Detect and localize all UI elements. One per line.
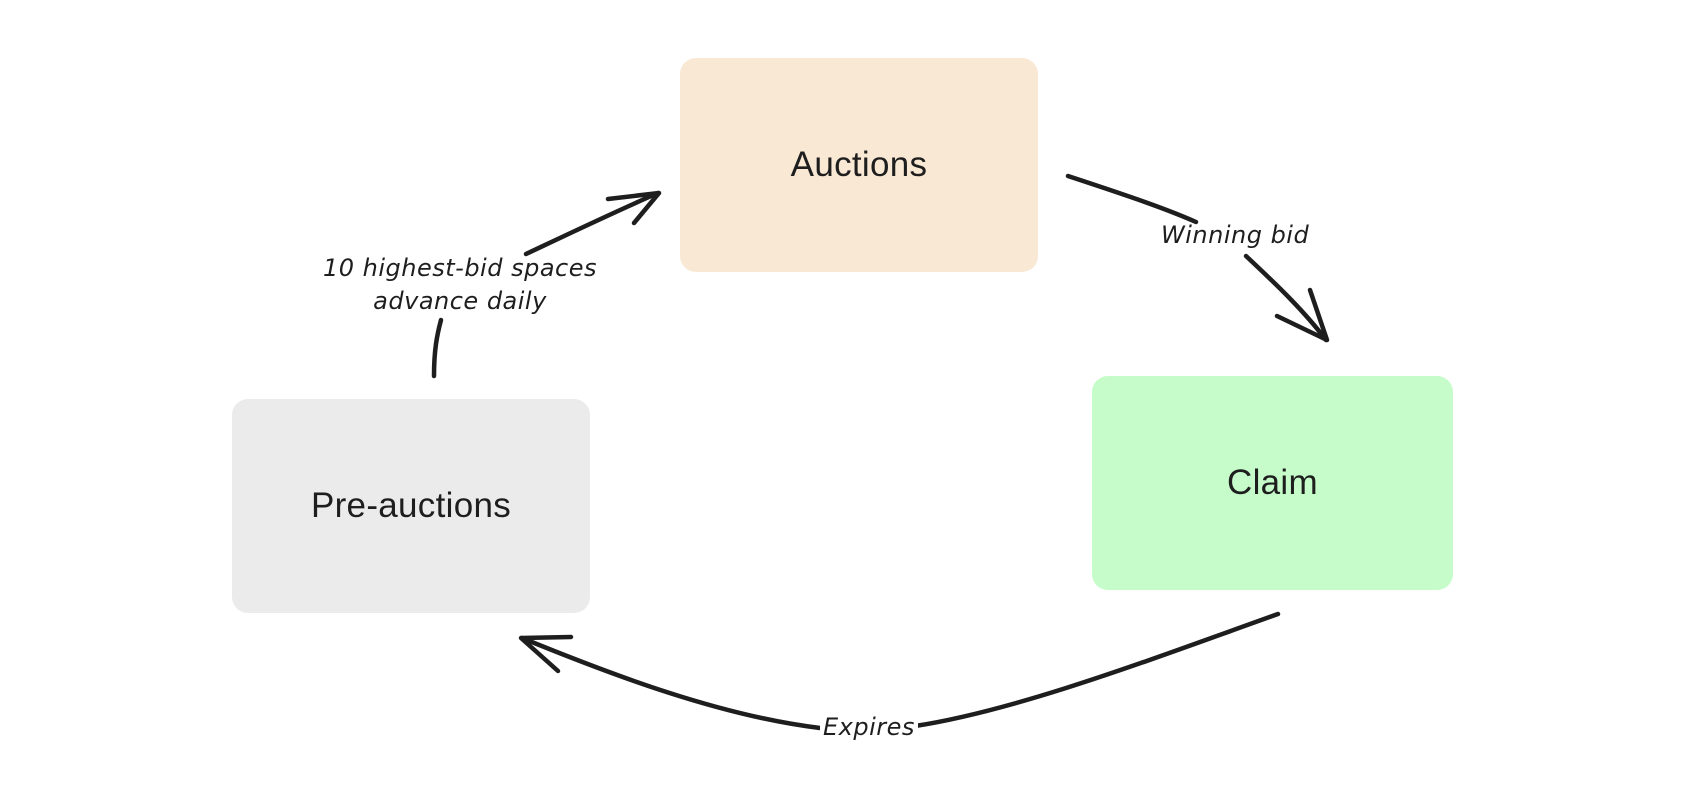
edge-line (1243, 253, 1329, 343)
edge-line (431, 317, 444, 379)
edge-label-winning-bid: Winning bid (1161, 221, 1310, 249)
edge-label-line: advance daily (373, 287, 547, 315)
arrowhead-icon (518, 634, 574, 674)
arrowhead-icon (605, 190, 662, 226)
node-claim[interactable]: Claim (1092, 376, 1453, 590)
edge-line (523, 190, 661, 257)
node-label: Pre-auctions (310, 486, 512, 525)
edge-line (519, 635, 823, 731)
arrowhead-icon (1274, 287, 1330, 343)
edge-label-line: 10 highest-bid spaces (322, 254, 597, 282)
edge-label-expires: Expires (820, 711, 918, 744)
edge-claim-to-pre-auctions (518, 611, 1281, 731)
node-label: Claim (1227, 463, 1318, 502)
edge-line (1065, 173, 1199, 225)
edge-pre-auctions-to-auctions (431, 190, 662, 379)
edge-auctions-to-claim (1065, 173, 1330, 343)
edge-line (912, 611, 1281, 729)
node-pre-auctions[interactable]: Pre-auctions (232, 399, 590, 613)
node-auctions[interactable]: Auctions (680, 58, 1038, 272)
edge-label-advance: 10 highest-bid spaces advance daily (318, 252, 602, 318)
node-label: Auctions (790, 145, 928, 184)
